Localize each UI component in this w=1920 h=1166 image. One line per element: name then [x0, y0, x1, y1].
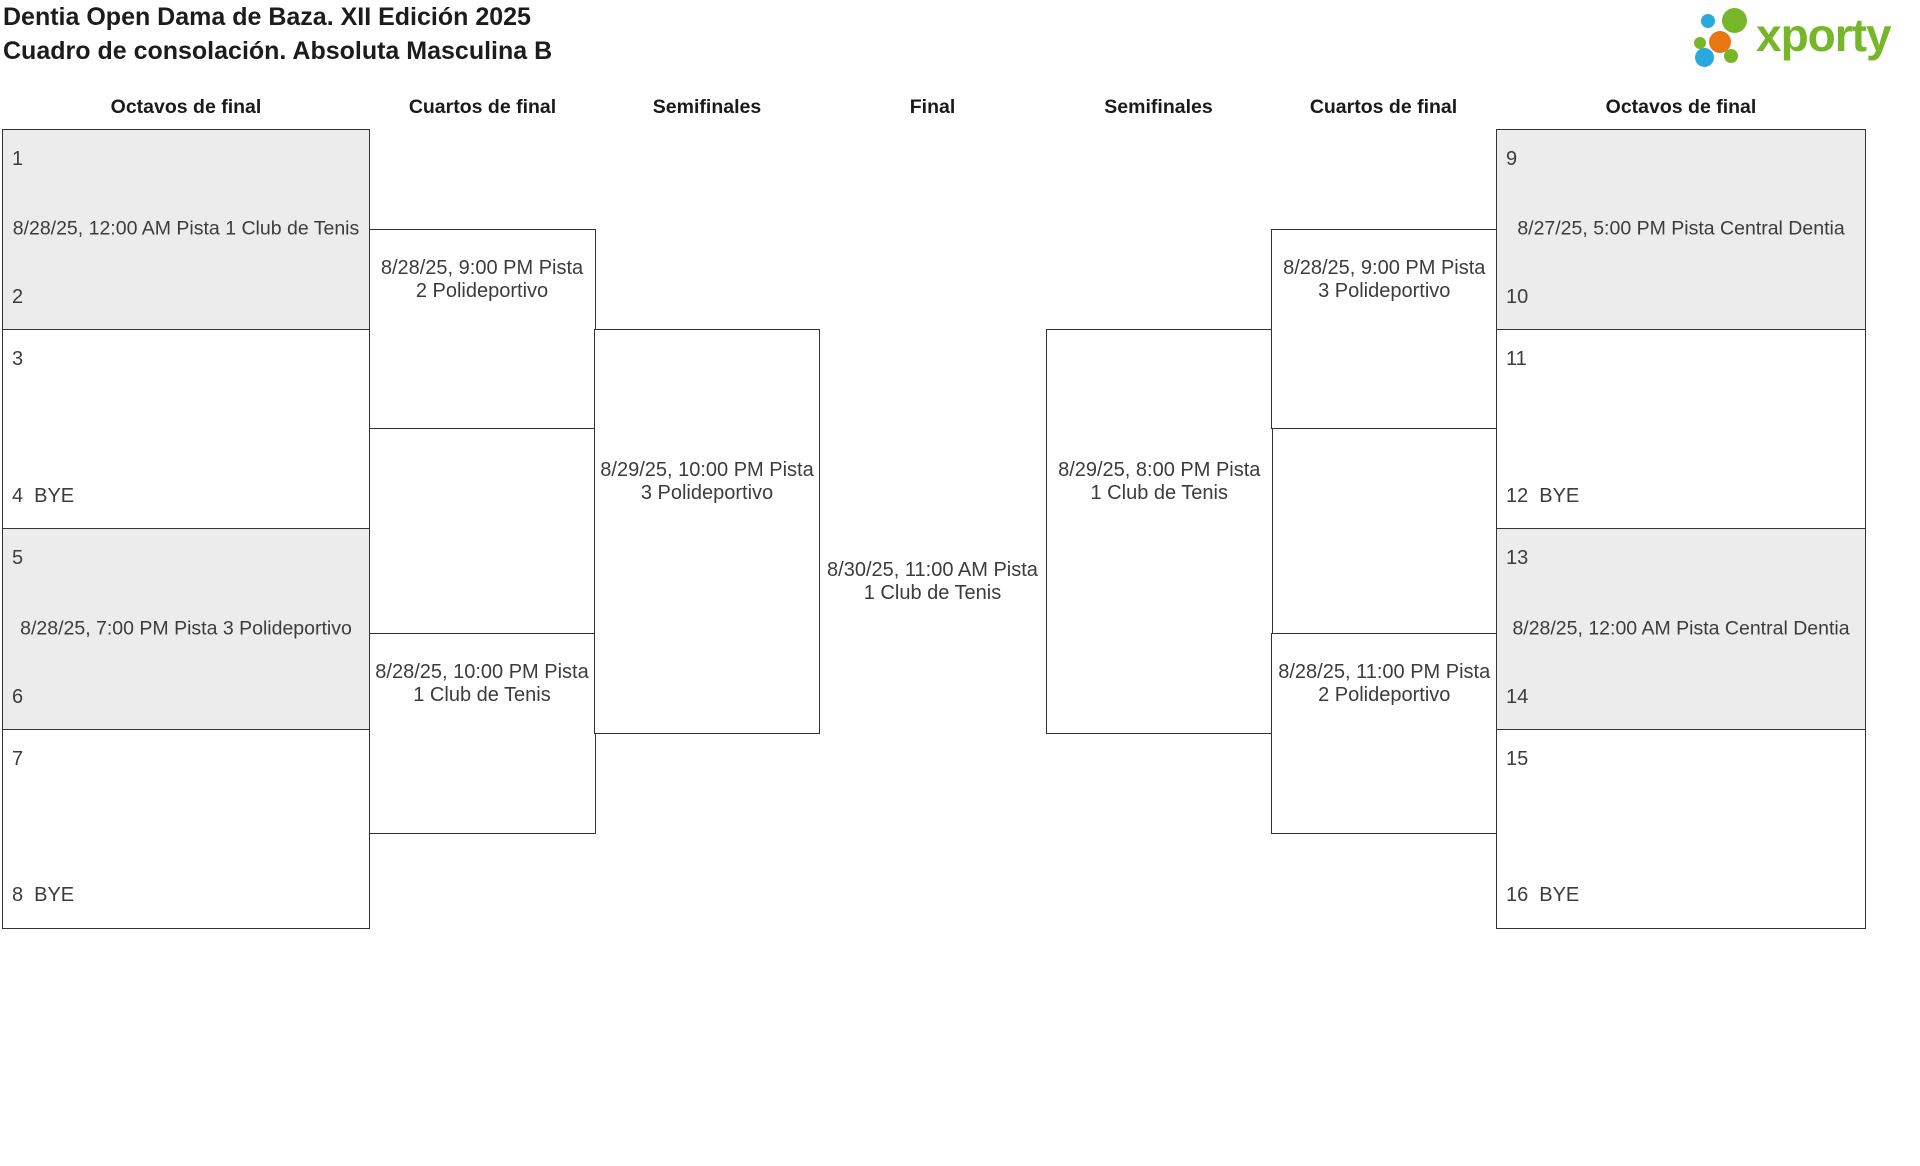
logo-dot-blue-medium — [1695, 48, 1714, 67]
seed-number: 2 — [12, 285, 24, 308]
bye-tag: BYE — [1539, 485, 1580, 507]
seed-slot-4: 4 BYE — [12, 485, 363, 508]
logo-dot-green-tiny — [1694, 37, 1706, 49]
logo-dot-green-large — [1722, 8, 1747, 33]
logo-dot-orange — [1709, 31, 1731, 53]
octavos-column-left: 1 8/28/25, 12:00 AM Pista 1 Club de Teni… — [2, 129, 370, 929]
seed-number: 10 — [1506, 285, 1529, 308]
match-octavos-7-8: 7 8 BYE — [3, 729, 369, 927]
match-cuartos-right-top: 8/28/25, 9:00 PM Pista 3 Polideportivo — [1271, 229, 1498, 429]
round-header-semis-right: Semifinales — [1104, 96, 1213, 118]
seed-number: 9 — [1506, 148, 1518, 170]
match-schedule: 8/28/25, 10:00 PM Pista 1 Club de Tenis — [375, 661, 589, 706]
seed-number: 16 — [1506, 884, 1529, 906]
seed-slot-2: 2 — [12, 286, 363, 309]
logo-wordmark: xporty — [1756, 9, 1892, 61]
seed-slot-6: 6 — [12, 686, 363, 709]
seed-number: 6 — [12, 686, 24, 708]
seed-slot-9: 9 — [1506, 148, 1859, 171]
match-schedule: 8/29/25, 8:00 PM Pista 1 Club de Tenis — [1058, 458, 1261, 504]
match-schedule: 8/29/25, 10:00 PM Pista 3 Polideportivo — [600, 458, 814, 504]
match-schedule: 8/28/25, 12:00 AM Pista 1 Club de Tenis — [12, 217, 360, 240]
match-schedule: 8/28/25, 11:00 PM Pista 2 Polideportivo — [1278, 661, 1491, 706]
seed-number: 11 — [1506, 347, 1527, 370]
bye-tag: BYE — [34, 884, 75, 906]
match-semifinal-left: 8/29/25, 10:00 PM Pista 3 Polideportivo — [594, 328, 820, 734]
match-schedule: 8/27/25, 5:00 PM Pista Central Dentia — [1517, 217, 1845, 240]
seed-number: 7 — [12, 748, 24, 770]
seed-slot-14: 14 — [1506, 686, 1859, 709]
match-octavos-1-2: 1 8/28/25, 12:00 AM Pista 1 Club de Teni… — [3, 130, 369, 329]
bracket-subtitle: Cuadro de consolación. Absoluta Masculin… — [3, 37, 553, 65]
seed-slot-5: 5 — [12, 547, 363, 570]
seed-number: 15 — [1506, 748, 1529, 770]
octavos-column-right: 9 8/27/25, 5:00 PM Pista Central Dentia … — [1496, 129, 1866, 929]
match-cuartos-right-bottom: 8/28/25, 11:00 PM Pista 2 Polideportivo — [1271, 633, 1498, 834]
tournament-title: Dentia Open Dama de Baza. XII Edición 20… — [3, 3, 531, 31]
seed-slot-13: 13 — [1506, 547, 1859, 570]
seed-slot-15: 15 — [1506, 748, 1859, 771]
match-schedule: 8/28/25, 9:00 PM Pista 3 Polideportivo — [1283, 257, 1486, 302]
match-semifinal-right: 8/29/25, 8:00 PM Pista 1 Club de Tenis — [1046, 328, 1273, 734]
bye-tag: BYE — [34, 485, 75, 507]
seed-slot-11: 11 — [1506, 348, 1859, 371]
round-header-octavos-right: Octavos de final — [1605, 96, 1757, 118]
seed-slot-3: 3 — [12, 348, 363, 371]
match-octavos-13-14: 13 8/28/25, 12:00 AM Pista Central Denti… — [1497, 528, 1865, 729]
seed-slot-7: 7 — [12, 748, 363, 771]
match-final-schedule: 8/30/25, 11:00 AM Pista 1 Club de Tenis — [827, 559, 1038, 604]
match-octavos-3-4: 3 4 BYE — [3, 328, 369, 528]
seed-slot-12: 12 BYE — [1506, 485, 1859, 508]
seed-number: 3 — [12, 347, 24, 370]
round-header-semis-left: Semifinales — [652, 96, 762, 118]
seed-number: 4 — [12, 485, 24, 507]
match-schedule: 8/28/25, 12:00 AM Pista Central Dentia — [1512, 617, 1850, 640]
round-header-final: Final — [909, 96, 956, 118]
round-header-cuartos-right: Cuartos de final — [1309, 96, 1458, 118]
seed-slot-8: 8 BYE — [12, 884, 363, 907]
match-schedule: 8/28/25, 7:00 PM Pista 3 Polideportivo — [20, 617, 352, 640]
bye-tag: BYE — [1539, 884, 1580, 906]
seed-number: 8 — [12, 884, 24, 906]
match-octavos-15-16: 15 16 BYE — [1497, 729, 1865, 927]
match-cuartos-left-top: 8/28/25, 9:00 PM Pista 2 Polideportivo — [368, 229, 596, 429]
seed-number: 1 — [12, 148, 24, 170]
seed-slot-16: 16 BYE — [1506, 884, 1859, 907]
seed-slot-10: 10 — [1506, 286, 1859, 309]
logo-dot-blue-small — [1701, 14, 1715, 28]
match-octavos-11-12: 11 12 BYE — [1497, 328, 1865, 528]
seed-number: 14 — [1506, 686, 1529, 708]
match-schedule: 8/28/25, 9:00 PM Pista 2 Polideportivo — [380, 257, 584, 302]
match-octavos-9-10: 9 8/27/25, 5:00 PM Pista Central Dentia … — [1497, 130, 1865, 329]
xporty-logo[interactable]: xporty — [1694, 2, 1920, 74]
seed-number: 5 — [12, 547, 24, 569]
logo-dot-green-small — [1724, 49, 1738, 63]
seed-slot-1: 1 — [12, 148, 363, 171]
round-header-octavos-left: Octavos de final — [110, 96, 262, 118]
round-header-cuartos-left: Cuartos de final — [408, 96, 557, 118]
seed-number: 12 — [1506, 485, 1529, 507]
match-octavos-5-6: 5 8/28/25, 7:00 PM Pista 3 Polideportivo… — [3, 528, 369, 729]
seed-number: 13 — [1506, 547, 1529, 569]
match-cuartos-left-bottom: 8/28/25, 10:00 PM Pista 1 Club de Tenis — [368, 633, 596, 834]
